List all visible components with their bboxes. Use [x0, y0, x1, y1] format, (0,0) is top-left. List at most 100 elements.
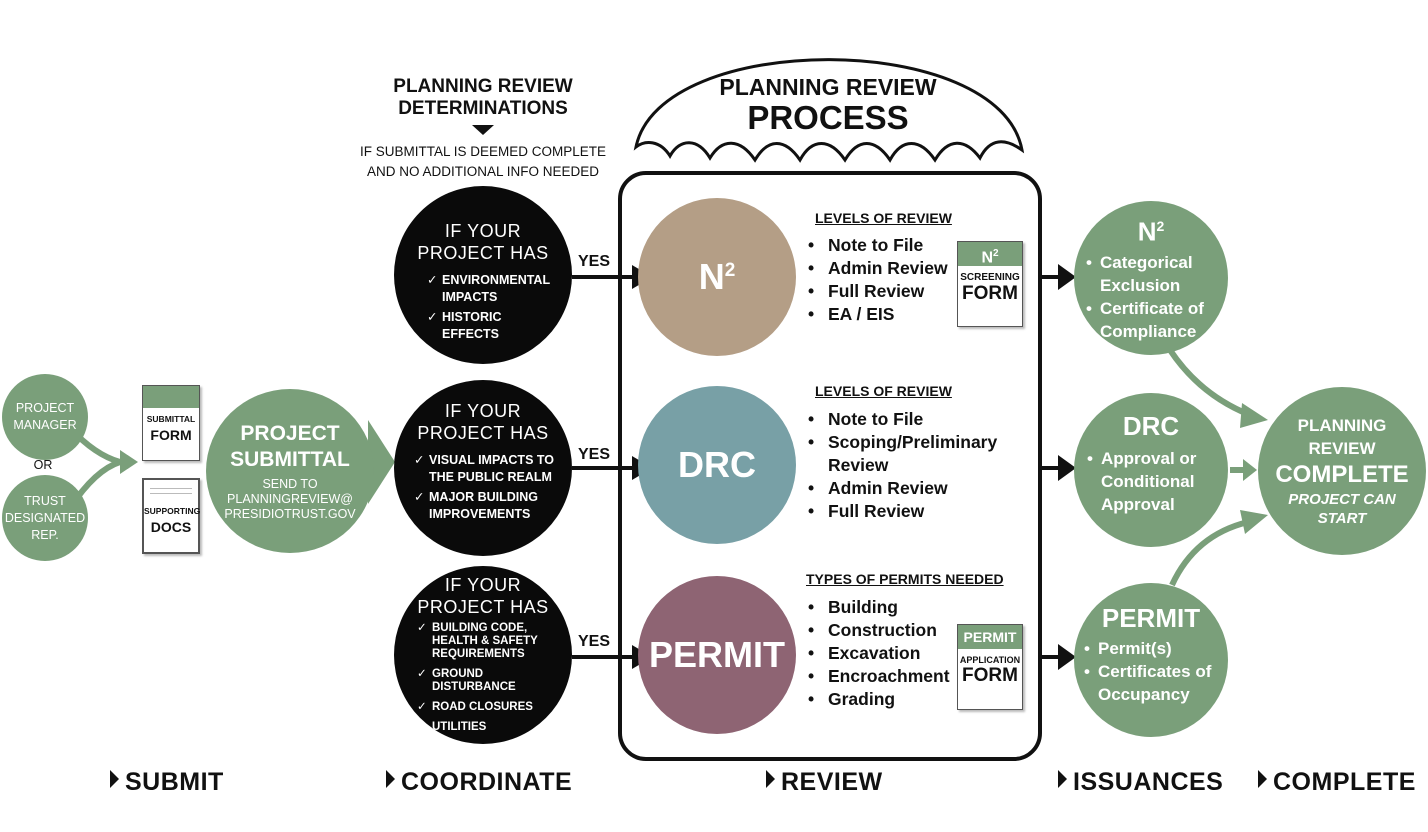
review-circle-n2: N2 [638, 198, 796, 356]
stage-coordinate: COORDINATE [386, 768, 572, 797]
condition-item: ✓VISUAL IMPACTS TO THE PUBLIC REALM [414, 453, 555, 484]
arrow-to-forms [120, 450, 138, 474]
check-icon: ✓ [417, 721, 427, 733]
review-drc-heading: LEVELS OF REVIEW [815, 383, 952, 399]
determinations-pointer [472, 125, 494, 135]
issuance-permit-title: PERMIT [1101, 603, 1201, 633]
trust-rep-circle: TRUST DESIGNATED REP. [2, 475, 88, 561]
application-form-icon: PERMIT APPLICATION FORM [957, 624, 1023, 710]
review-item: •Scoping/Preliminary Review [808, 432, 998, 475]
condition-permit-list: ✓BUILDING CODE, HEALTH & SAFETY REQUIREM… [417, 622, 569, 741]
check-icon: ✓ [417, 701, 427, 713]
condition-n2-list: ✓ENVIRONMENTAL IMPACTS ✓HISTORIC EFFECTS [427, 272, 551, 346]
check-icon: ✓ [414, 490, 425, 504]
review-n2-heading: LEVELS OF REVIEW [815, 210, 952, 226]
submittal-form-band [143, 386, 199, 408]
condition-circle-permit: IF YOUR PROJECT HAS ✓BUILDING CODE, HEAL… [394, 566, 572, 744]
review-circle-drc: DRC [638, 386, 796, 544]
send-to-line3: PRESIDIOTRUST.GOV [224, 506, 356, 521]
check-icon: ✓ [427, 273, 438, 287]
review-item: •Admin Review [808, 258, 948, 278]
review-permit-label: PERMIT [648, 634, 785, 675]
determinations-heading-line1: PLANNING REVIEW [393, 76, 573, 97]
application-form-large: FORM [962, 665, 1018, 686]
determinations-heading: PLANNING REVIEW DETERMINATIONS [366, 76, 600, 120]
or-label: OR [33, 458, 53, 472]
complete-line1: PLANNING [1297, 416, 1387, 435]
issuance-item: •Certificate of Compliance [1086, 298, 1204, 341]
review-item: •Construction [808, 620, 937, 640]
project-submittal-circle: PROJECT SUBMITTAL SEND TO PLANNINGREVIEW… [206, 389, 374, 553]
review-item: •EA / EIS [808, 304, 895, 324]
send-to-line2: PLANNINGREVIEW@ [227, 491, 353, 506]
check-icon: ✓ [417, 668, 427, 680]
process-title: PLANNING REVIEW PROCESS [690, 74, 966, 136]
issuance-drc-list: •Approval or Conditional Approval [1087, 447, 1215, 516]
check-icon: ✓ [414, 453, 425, 467]
issuance-circle-permit: PERMIT •Permit(s) •Certificates of Occup… [1074, 583, 1228, 737]
check-icon: ✓ [427, 310, 438, 324]
screening-form-icon: N2 SCREENING FORM [957, 241, 1023, 327]
condition-drc-list: ✓VISUAL IMPACTS TO THE PUBLIC REALM ✓MAJ… [414, 452, 560, 526]
arrow-issue-n2 [1058, 264, 1076, 290]
complete-line2: REVIEW [1308, 439, 1376, 458]
submittal-form-icon: SUBMITTAL FORM [142, 385, 200, 461]
complete-circle: PLANNING REVIEW COMPLETE PROJECT CAN STA… [1258, 387, 1426, 555]
issuance-permit-list: •Permit(s) •Certificates of Occupancy [1084, 637, 1218, 706]
review-item: •Building [808, 597, 898, 617]
review-item: •Note to File [808, 235, 924, 255]
umbrella-shape [633, 58, 1025, 163]
process-title-line2: PROCESS [747, 99, 909, 136]
condition-circle-n2: IF YOUR PROJECT HAS ✓ENVIRONMENTAL IMPAC… [394, 186, 572, 364]
review-item: •Full Review [808, 501, 925, 521]
issuance-item: •Categorical Exclusion [1086, 252, 1193, 295]
yes-label-n2: YES [578, 253, 611, 270]
project-manager-circle: PROJECT MANAGER [2, 374, 88, 460]
process-title-line1: PLANNING REVIEW [719, 74, 937, 100]
condition-drc-title2: PROJECT HAS [417, 423, 549, 443]
arrow-permit-complete [1169, 519, 1249, 587]
determinations-note-line2: AND NO ADDITIONAL INFO NEEDED [366, 164, 600, 179]
condition-drc-title1: IF YOUR [444, 401, 522, 421]
condition-item: ✓MAJOR BUILDING IMPROVEMENTS [414, 490, 539, 521]
triangle-icon [110, 770, 119, 788]
condition-item: ✓HISTORIC EFFECTS [427, 310, 502, 341]
triangle-icon [386, 770, 395, 788]
condition-permit-title2: PROJECT HAS [417, 597, 549, 617]
screening-form-band: N2 [958, 242, 1022, 266]
determinations-note-line1: IF SUBMITTAL IS DEEMED COMPLETE [359, 144, 607, 159]
review-drc-list: •Note to File •Scoping/Preliminary Revie… [808, 408, 1018, 523]
review-item: •Grading [808, 689, 896, 709]
submittal-form-large: FORM [150, 427, 192, 443]
trust-rep-line2: DESIGNATED [4, 510, 86, 525]
issuance-item: •Approval or Conditional Approval [1087, 449, 1197, 514]
screening-form-large: FORM [962, 283, 1018, 304]
submittal-form-small: SUBMITTAL [146, 414, 196, 424]
project-manager-line2: MANAGER [13, 418, 77, 432]
review-circle-permit: PERMIT [638, 576, 796, 734]
review-permit-heading: TYPES OF PERMITS NEEDED [806, 571, 1004, 587]
determinations-note: IF SUBMITTAL IS DEEMED COMPLETE AND NO A… [356, 142, 610, 182]
application-form-band: PERMIT [958, 625, 1022, 649]
condition-item: ✓UTILITIES [417, 721, 487, 733]
review-n2-list: •Note to File •Admin Review •Full Review… [808, 234, 968, 326]
determinations-heading-line2: DETERMINATIONS [398, 98, 568, 119]
issuance-n2-title: N2 [1137, 216, 1165, 247]
review-permit-list: •Building •Construction •Excavation •Enc… [808, 596, 958, 711]
triangle-icon [1258, 770, 1267, 788]
arrow-drc-complete [1243, 459, 1257, 481]
project-manager-line1: PROJECT [15, 401, 75, 415]
complete-big: COMPLETE [1275, 461, 1409, 488]
condition-circle-drc: IF YOUR PROJECT HAS ✓VISUAL IMPACTS TO T… [394, 380, 572, 556]
arrow-issue-permit [1058, 644, 1076, 670]
supporting-docs-small: SUPPORTING [144, 506, 201, 516]
issuance-item: •Permit(s) [1084, 639, 1172, 658]
check-icon: ✓ [417, 622, 427, 634]
stage-review: REVIEW [766, 768, 883, 797]
supporting-docs-icon: SUPPORTING DOCS [142, 478, 200, 554]
complete-sub2: START [1317, 510, 1367, 527]
condition-item: ✓BUILDING CODE, HEALTH & SAFETY REQUIREM… [417, 622, 538, 660]
arrow-n2-complete [1167, 348, 1252, 418]
arrow-issue-drc [1058, 455, 1076, 481]
